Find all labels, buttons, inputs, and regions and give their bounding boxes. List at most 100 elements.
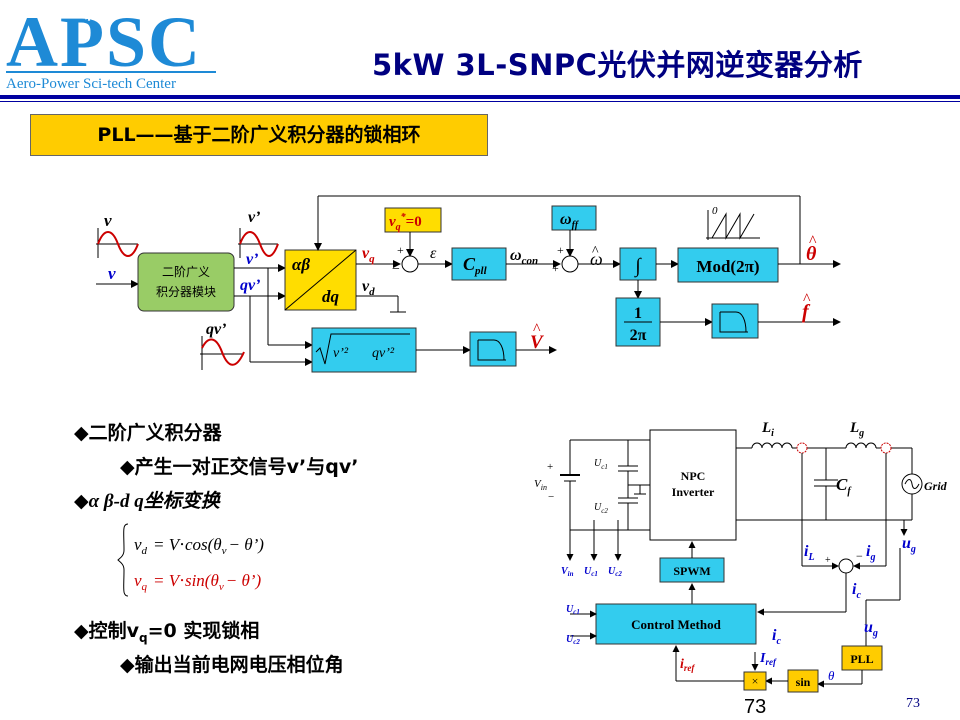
cpll-label: Cpll [463, 254, 488, 277]
v-prime-sine-icon [238, 228, 279, 258]
theta-label: θ [828, 668, 835, 683]
lowpass-filter-f [711, 303, 759, 339]
il-label: iL [804, 543, 815, 563]
eq1: vd= V⋅cos(θv− θ’) [134, 535, 264, 557]
grid-label: Grid [924, 479, 948, 493]
svg-text:+: + [547, 461, 553, 473]
logo-subtitle: Aero-Power Sci-tech Center [6, 76, 176, 92]
mod-2pi-block [677, 247, 779, 283]
inverter-circuit: + − Vin Uc1 Uc2 NPC Inverter Li Lg Cf iL… [534, 420, 948, 693]
sogi-block [137, 252, 235, 312]
uc1-label: Uc1 [594, 458, 608, 471]
slide-title: 5kW 3L-SNPC光伏并网逆变器分析 [372, 48, 863, 82]
ug-pll-label: ug [864, 619, 878, 639]
page-number-center: 73 [744, 696, 767, 718]
gain-den: 2π [630, 327, 647, 344]
theta-hat-label: θ [806, 243, 817, 265]
gain-num: 1 [634, 305, 642, 322]
v-prime-label: v’ [246, 251, 258, 268]
omega-ff-label: ωff [560, 211, 580, 231]
title-divider-thin [0, 101, 960, 102]
spwm-block [659, 557, 725, 583]
mod-2pi-label: Mod(2π) [696, 257, 759, 276]
ramp-label: 0 [712, 205, 718, 217]
apsc-logo: APSC * Aero-Power Sci-tech Center [0, 0, 225, 92]
omega-con-label: ωcon [510, 247, 538, 267]
sin-label: sin [796, 675, 811, 689]
lowpass-filter-v [469, 331, 517, 367]
lg-label: Lg [849, 420, 864, 439]
cpll-block [451, 247, 507, 281]
svg-text:+: + [557, 243, 564, 257]
epsilon-label: ε [430, 245, 437, 262]
svg-text:^: ^ [533, 321, 541, 338]
spwm-label: SPWM [673, 564, 710, 578]
svg-text:^: ^ [803, 291, 811, 308]
control-method-label: Control Method [631, 617, 721, 632]
sum-junction-2 [561, 255, 579, 273]
cm-uc1: Uc1 [566, 604, 580, 616]
omega-ff-box [551, 205, 597, 231]
svg-text:−: − [856, 549, 863, 563]
v-prime-top-label: v’ [248, 209, 260, 226]
iref-label: iref [680, 657, 695, 673]
meas-uc2: Uc2 [608, 566, 622, 578]
bullet-3: ◆控制vq=0 实现锁相 [74, 620, 260, 645]
npc-label-2: Inverter [672, 485, 715, 499]
meas-vin: Vin [561, 566, 574, 578]
bullet-2: ◆α β-d q坐标变换 [74, 490, 220, 512]
v-hat-label: V [530, 332, 544, 353]
abdq-top: αβ [292, 255, 310, 274]
qv-prime-label: qv’ [240, 277, 260, 294]
mag-term-1: v’² [333, 346, 349, 361]
svg-text:−: − [548, 491, 554, 503]
ic-fb-label: ic [772, 627, 781, 647]
bullet-1-sub: ◆产生一对正交信号v’与qv’ [120, 456, 359, 478]
cf-label: Cf [836, 475, 852, 497]
vd-label: vd [362, 278, 375, 298]
magnitude-block [311, 327, 417, 373]
ig-label: ig [866, 543, 875, 563]
svg-text:^: ^ [592, 244, 599, 259]
svg-text:−: − [392, 262, 400, 277]
ug-label: ug [902, 535, 916, 555]
vq-ref-box [384, 207, 442, 233]
bullet-3-sub: ◆输出当前电网电压相位角 [120, 654, 344, 676]
ic-label: ic [852, 581, 861, 601]
equations: vd= V⋅cos(θv− θ’) vq= V⋅sin(θv− θ’) [117, 523, 264, 597]
bullet-1: ◆二阶广义积分器 [74, 422, 222, 444]
svg-text:*: * [84, 9, 94, 31]
section-label: PLL——基于二阶广义积分器的锁相环 [30, 114, 488, 156]
npc-label-1: NPC [681, 469, 706, 483]
li-label: Li [761, 420, 774, 439]
control-method-block [595, 603, 757, 645]
qv-prime-bottom-label: qv’ [206, 321, 226, 338]
sum-junction-ic [838, 558, 854, 574]
abdq-bottom: dq [322, 287, 340, 306]
sogi-label-2: 积分器模块 [156, 285, 216, 299]
sogi-label-1: 二阶广义 [162, 265, 210, 279]
page-number-right: 73 [906, 696, 920, 711]
mult-label: × [752, 674, 759, 688]
f-hat-label: f [802, 301, 811, 323]
npc-inverter-block [649, 429, 737, 541]
svg-text:^: ^ [809, 233, 817, 250]
svg-text:+: + [552, 261, 559, 275]
vq-ref-label: vq*=0 [389, 212, 422, 233]
pll-label: PLL [850, 652, 873, 666]
eq2: vq= V⋅sin(θv− θ’) [134, 571, 261, 593]
Iref-label: Iref [759, 651, 777, 667]
qv-prime-sine-icon [200, 336, 245, 370]
sum-junction-1 [401, 255, 419, 273]
sawtooth-icon [706, 210, 760, 240]
integrator-label: ∫ [633, 255, 642, 278]
input-v-arrow-label: v [108, 264, 116, 283]
meas-uc1: Uc1 [584, 566, 598, 578]
vin-label: Vin [534, 478, 547, 492]
input-v-label: v [104, 211, 112, 230]
uc2-label: Uc2 [594, 502, 608, 515]
vq-label: vq [362, 245, 375, 265]
title-divider [0, 95, 960, 99]
omega-hat-label: ω [590, 249, 603, 269]
cm-uc2: Uc2 [566, 634, 580, 646]
